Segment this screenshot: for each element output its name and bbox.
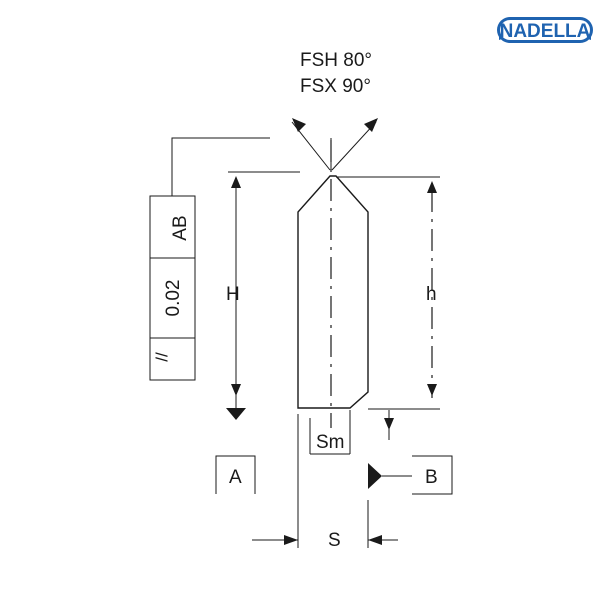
thickness-label: S [328, 530, 341, 551]
angle-marker [291, 118, 378, 172]
height-body-label: h [426, 284, 437, 305]
angle-label-fsh: FSH 80° [300, 50, 372, 71]
datum-b-label: B [425, 467, 438, 488]
datum-a-frame: A [215, 455, 256, 494]
logo-text: NADELLA [500, 21, 591, 42]
datum-a-label: A [229, 467, 242, 488]
parallelism-symbol: // [152, 352, 171, 362]
dimension-chamfer-offset: Sm [309, 410, 394, 455]
dimension-thickness: S [252, 414, 398, 551]
tolerance-datum-label: AB [170, 215, 191, 240]
nadella-logo: NADELLA [497, 17, 593, 43]
part-profile [297, 140, 369, 428]
parallelism-tolerance-frame: AB 0.02 // [149, 137, 270, 381]
height-total-label: H [226, 284, 240, 305]
datum-b-frame: B [368, 455, 453, 495]
dimension-height-body: h [336, 176, 440, 410]
dimension-height-total: H [226, 171, 300, 420]
tolerance-value-label: 0.02 [163, 280, 184, 317]
angle-label-fsx: FSX 90° [300, 76, 371, 97]
chamfer-offset-label: Sm [316, 432, 345, 453]
